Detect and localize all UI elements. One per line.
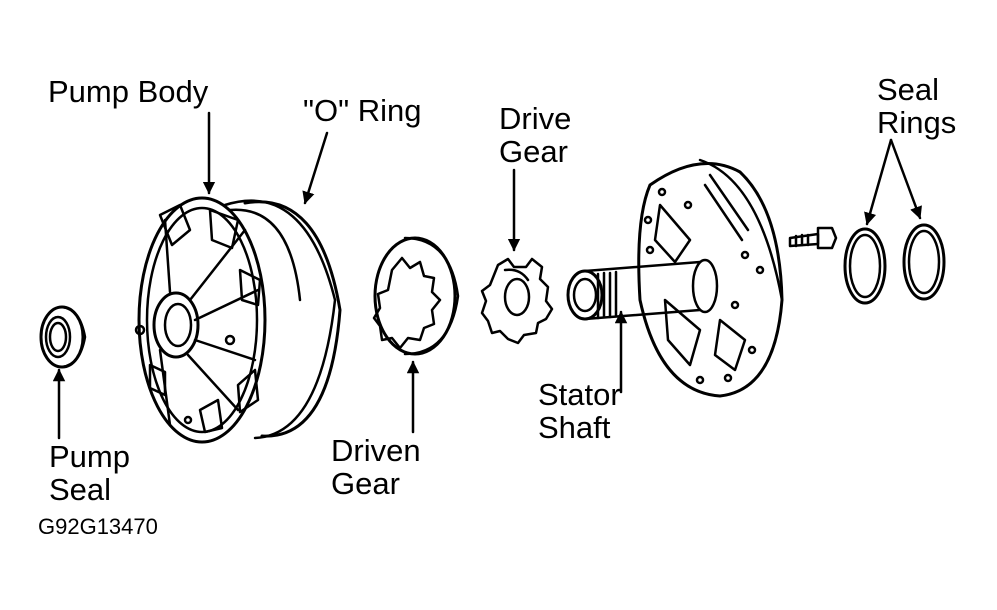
label-driven-gear-line2: Gear xyxy=(331,466,400,501)
seal-rings-part xyxy=(843,223,946,305)
label-drive-gear-line1: Drive xyxy=(499,101,572,136)
driven-gear-part xyxy=(372,236,460,356)
bolt-part xyxy=(788,226,838,250)
label-pump-seal-line2: Seal xyxy=(49,472,112,507)
arrow-o-ring xyxy=(302,131,329,205)
o-ring-part xyxy=(243,200,342,438)
pump-body-part xyxy=(134,196,337,444)
label-driven-gear-line1: Driven xyxy=(331,433,421,468)
label-stator-shaft-line2: Shaft xyxy=(538,410,611,445)
drive-gear-part xyxy=(480,257,554,345)
label-seal-rings-line2: Rings xyxy=(877,105,957,140)
figure-code: G92G13470 xyxy=(38,514,158,539)
label-stator-shaft-line1: Stator xyxy=(538,377,621,412)
label-pump-seal-line1: Pump xyxy=(49,439,130,474)
arrow-seal-ring-right xyxy=(889,138,922,220)
label-o-ring: "O" Ring xyxy=(303,93,422,128)
label-seal-rings-line1: Seal xyxy=(877,72,940,107)
label-drive-gear-line2: Gear xyxy=(499,134,568,169)
label-pump-body: Pump Body xyxy=(48,74,209,109)
arrow-seal-ring-left xyxy=(864,138,893,226)
stator-shaft-part xyxy=(566,158,784,398)
pump-seal-part xyxy=(39,305,87,369)
leader-arrows xyxy=(52,111,922,440)
